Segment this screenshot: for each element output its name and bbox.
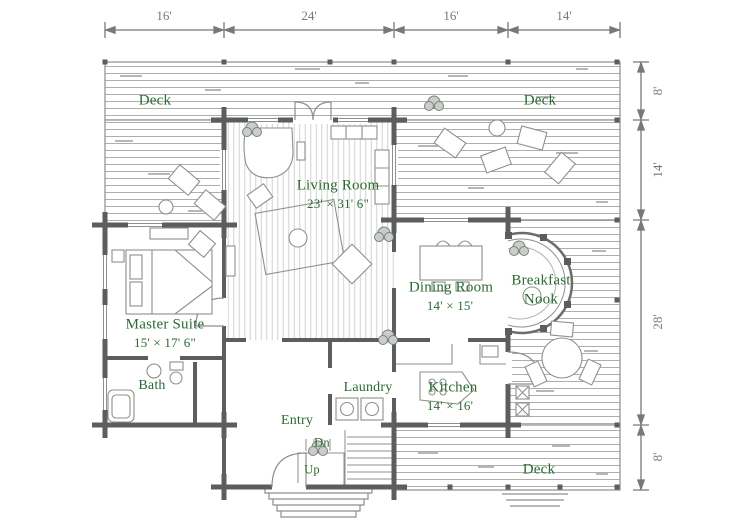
armchair <box>246 182 274 210</box>
windows <box>101 116 468 429</box>
label-living-room: Living Room <box>296 177 380 194</box>
fireplace <box>225 245 236 277</box>
bath-fixtures <box>107 361 184 423</box>
doors <box>195 101 541 491</box>
interior-walls <box>105 220 508 487</box>
dim-right-1: 8' <box>650 86 665 96</box>
dim-right-4: 8' <box>650 452 665 462</box>
dining-furniture <box>419 240 483 292</box>
top-left-deck-furniture <box>158 163 227 222</box>
island <box>419 371 475 405</box>
label-stair-down: Dn <box>314 435 330 450</box>
breakfast-nook-bay <box>508 233 572 333</box>
nightstand <box>111 249 125 263</box>
nook-table <box>522 286 542 306</box>
grand-piano <box>243 127 294 179</box>
label-laundry: Laundry <box>343 380 393 395</box>
toilet <box>169 371 183 385</box>
dresser <box>149 227 189 240</box>
deck-steps <box>502 493 568 507</box>
log-ends <box>92 107 521 500</box>
deck-posts <box>102 59 620 490</box>
plant-icon <box>308 440 328 456</box>
plants <box>242 95 529 456</box>
kitchen-sink <box>481 345 499 358</box>
label-deck-top-left: Deck <box>138 92 172 109</box>
label-breakfast-nook-1: Breakfast <box>511 272 571 289</box>
master-furniture <box>111 227 217 315</box>
dim-top-3: 16' <box>443 8 459 23</box>
sink <box>146 363 162 379</box>
counter <box>396 344 506 365</box>
sofa <box>330 125 378 140</box>
plant-icon <box>374 226 394 242</box>
dim-right-2: 14' <box>650 162 665 178</box>
label-deck-bottom: Deck <box>522 461 556 478</box>
top-right-deck-furniture <box>433 119 577 185</box>
ottoman <box>331 243 373 285</box>
plant-icon <box>424 95 444 111</box>
right-deck-furniture <box>515 320 602 417</box>
dim-right-3: 28' <box>650 314 665 330</box>
dim-top-2: 24' <box>301 8 317 23</box>
dim-top-1: 16' <box>156 8 172 23</box>
label-bath: Bath <box>138 378 166 393</box>
chair <box>187 229 217 259</box>
rug <box>254 198 346 276</box>
bay-window <box>505 231 574 335</box>
label-deck-top-right: Deck <box>523 92 557 109</box>
deck-table <box>541 337 583 379</box>
coffee-table <box>288 228 308 248</box>
label-kitchen: Kitchen <box>428 379 478 396</box>
deck-table <box>158 199 174 215</box>
deck-plank-joints <box>115 68 608 475</box>
label-dining-room: Dining Room <box>408 279 494 296</box>
porch-steps <box>264 487 373 518</box>
dimension-lines-top <box>104 22 621 38</box>
plant-icon <box>378 329 398 345</box>
kitchen-furniture <box>396 344 506 405</box>
label-dining-room-size: 14' × 15' <box>426 298 474 313</box>
label-kitchen-size: 14' × 16' <box>426 398 474 413</box>
label-living-room-size: 23' × 31' 6" <box>307 196 369 211</box>
living-furniture <box>225 125 390 285</box>
dining-table <box>419 245 483 281</box>
deck-table <box>488 119 506 137</box>
sofa <box>374 149 390 205</box>
dimension-lines-right <box>633 61 649 491</box>
label-entry: Entry <box>280 413 314 428</box>
plant-icon <box>509 240 529 256</box>
plant-icon <box>242 121 262 137</box>
label-master-suite-size: 15' × 17' 6" <box>134 335 196 350</box>
dim-top-4: 14' <box>556 8 572 23</box>
label-breakfast-nook-2: Nook <box>523 291 559 308</box>
label-stair-up: Up <box>304 462 320 477</box>
laundry-appliances <box>335 397 384 421</box>
label-master-suite: Master Suite <box>125 316 205 333</box>
